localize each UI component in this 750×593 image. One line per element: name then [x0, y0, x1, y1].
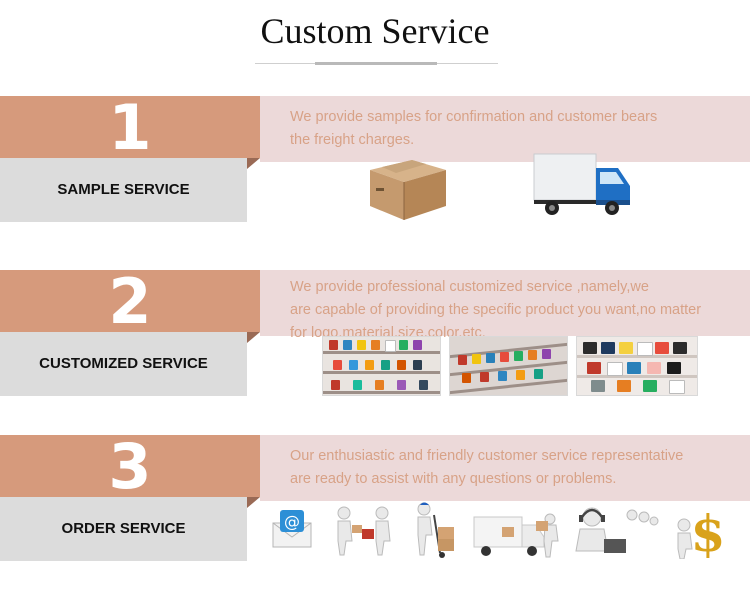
delivery-truck-icon	[533, 153, 630, 215]
mug-shelf-photo	[322, 336, 441, 396]
delivery-van-figure-icon	[473, 513, 559, 558]
label-fold-corner	[247, 497, 260, 508]
description-text: We provide professional customized servi…	[290, 276, 740, 345]
description-line: Our enthusiastic and friendly customer s…	[290, 448, 684, 464]
svg-text:$: $	[691, 504, 726, 559]
description-line: the freight charges.	[290, 132, 415, 148]
mug-shelf-photo	[576, 336, 698, 396]
customized-service-section: 2 We provide professional customized ser…	[0, 270, 750, 396]
service-label: CUSTOMIZED SERVICE	[0, 332, 247, 396]
description-panel: We provide professional customized servi…	[260, 270, 750, 341]
page-title: Custom Service	[260, 11, 490, 51]
cardboard-box-icon	[370, 160, 446, 220]
step-number: 3	[0, 435, 260, 499]
mug-shelf-photo	[449, 336, 568, 396]
handshake-figures-icon	[337, 506, 391, 556]
label-fold-corner	[247, 332, 260, 343]
description-text: We provide samples for confirmation and …	[290, 106, 730, 152]
label-fold-corner	[247, 158, 260, 169]
step-number: 1	[0, 96, 260, 160]
image-strip	[260, 153, 750, 222]
description-text: Our enthusiastic and friendly customer s…	[290, 445, 740, 491]
description-panel: Our enthusiastic and friendly customer s…	[260, 435, 750, 501]
image-strip: @	[260, 501, 750, 561]
description-line: We provide professional customized servi…	[290, 279, 649, 295]
description-line: are capable of providing the specific pr…	[290, 302, 702, 318]
image-strip	[260, 336, 750, 396]
description-line: We provide samples for confirmation and …	[290, 109, 658, 125]
description-line: are ready to assist with any questions o…	[290, 471, 617, 487]
service-label: ORDER SERVICE	[0, 497, 247, 561]
description-panel: We provide samples for confirmation and …	[260, 96, 750, 162]
headset-support-figure-icon	[575, 507, 659, 553]
step-number: 2	[0, 270, 260, 334]
title-divider-accent	[315, 62, 437, 65]
email-envelope-icon: @	[272, 510, 312, 548]
hand-truck-figure-icon	[417, 502, 454, 558]
service-label: SAMPLE SERVICE	[0, 158, 247, 222]
sample-service-section: 1 We provide samples for confirmation an…	[0, 96, 750, 222]
svg-text:@: @	[284, 512, 300, 531]
order-service-section: 3 Our enthusiastic and friendly customer…	[0, 435, 750, 561]
dollar-sign-figure-icon: $	[677, 504, 726, 559]
